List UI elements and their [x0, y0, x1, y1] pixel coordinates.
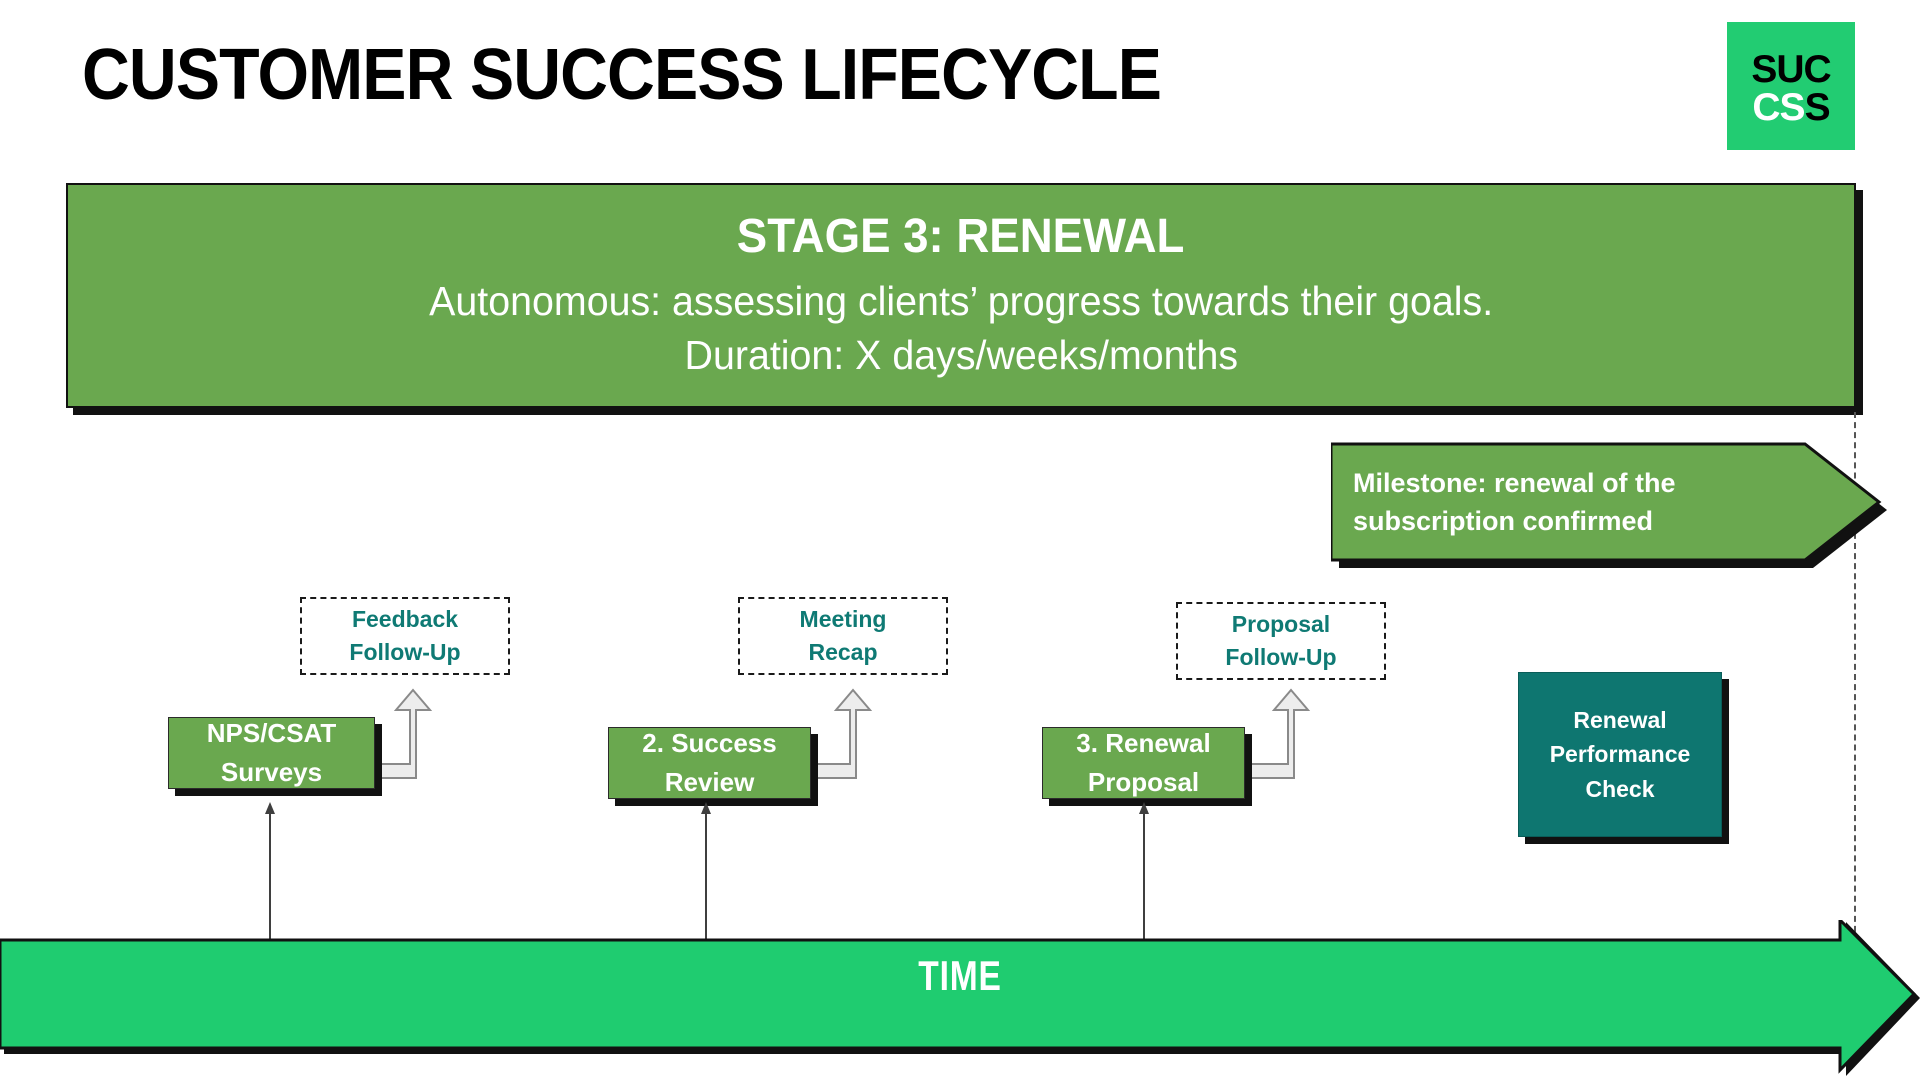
sub-step-3-line-2: Follow-Up: [1225, 644, 1337, 670]
step-1-line-1: NPS/CSAT: [206, 718, 337, 748]
sub-step-2-line-1: Meeting: [799, 605, 887, 632]
milestone-banner: Milestone: renewal of the subscription c…: [1331, 438, 1891, 568]
outcome-line-2: Performance: [1549, 741, 1691, 768]
elbow-arrow-3: [1250, 688, 1311, 779]
step-2-line-1: 2. Success: [642, 728, 777, 758]
sub-step-box-2: Meeting Recap: [738, 597, 948, 675]
sub-step-1-line-2: Follow-Up: [349, 639, 461, 665]
sub-step-box-3: Proposal Follow-Up: [1176, 602, 1386, 680]
time-arrow-shape: [0, 920, 1920, 1076]
step-box-2: 2. Success Review: [608, 727, 811, 799]
sub-step-3-line-1: Proposal: [1231, 610, 1331, 637]
renewal-performance-check-box: Renewal Performance Check: [1518, 672, 1722, 837]
logo-bottom-black: S: [1804, 86, 1831, 129]
milestone-text: Milestone: renewal of the subscription c…: [1353, 464, 1753, 541]
stage-duration: Duration: X days/weeks/months: [684, 332, 1238, 378]
step-box-3: 3. Renewal Proposal: [1042, 727, 1245, 799]
sub-step-1-line-1: Feedback: [351, 605, 459, 632]
stage-title: STAGE 3: RENEWAL: [737, 209, 1185, 263]
sub-step-2-line-2: Recap: [808, 639, 878, 665]
stage-banner: STAGE 3: RENEWAL Autonomous: assessing c…: [66, 183, 1856, 408]
logo-bottom-white: CS: [1752, 86, 1805, 129]
timeline-tick-2: [701, 802, 711, 942]
milestone-line-2: subscription confirmed: [1353, 506, 1654, 537]
step-box-1: NPS/CSAT Surveys: [168, 717, 375, 789]
step-3-line-2: Proposal: [1087, 767, 1200, 797]
step-2-line-2: Review: [664, 767, 755, 797]
logo-bottom-text: CSS: [1727, 88, 1855, 127]
timeline-tick-3: [1139, 802, 1149, 942]
milestone-arrow-shape: [1331, 442, 1887, 568]
success-logo: SUC CSS: [1727, 22, 1855, 150]
stage-description: Autonomous: assessing clients’ progress …: [429, 277, 1493, 324]
milestone-marker-line: [1854, 412, 1856, 942]
elbow-arrow-1: [372, 688, 433, 779]
milestone-line-1: Milestone: renewal of the: [1353, 468, 1676, 498]
outcome-line-1: Renewal: [1573, 707, 1667, 734]
time-axis-arrow: TIME: [0, 920, 1920, 1080]
page-title: CUSTOMER SUCCESS LIFECYCLE: [82, 35, 1162, 115]
step-1-line-2: Surveys: [220, 757, 323, 787]
elbow-arrow-2: [812, 688, 873, 779]
logo-top-text: SUC: [1751, 48, 1831, 91]
timeline-tick-1: [265, 802, 275, 942]
sub-step-box-1: Feedback Follow-Up: [300, 597, 510, 675]
outcome-line-3: Check: [1585, 775, 1655, 802]
time-axis-label: TIME: [918, 952, 1002, 999]
step-3-line-1: 3. Renewal: [1076, 728, 1211, 758]
